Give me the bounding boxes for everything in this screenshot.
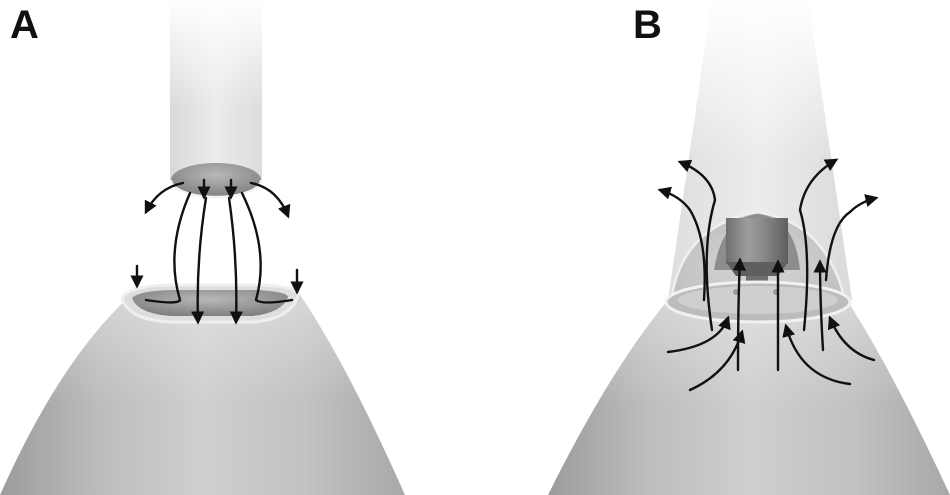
- panel-a-lower-body: [0, 285, 405, 495]
- panel-a-upper-tube: [170, 0, 262, 197]
- panel-b-label: B: [633, 3, 662, 47]
- panel-b-lower-body: [548, 300, 950, 495]
- panel-a-label: A: [10, 3, 39, 47]
- panel-b-cylinder: [726, 218, 788, 264]
- panel-b: B: [548, 0, 950, 495]
- panel-a: A: [0, 0, 405, 495]
